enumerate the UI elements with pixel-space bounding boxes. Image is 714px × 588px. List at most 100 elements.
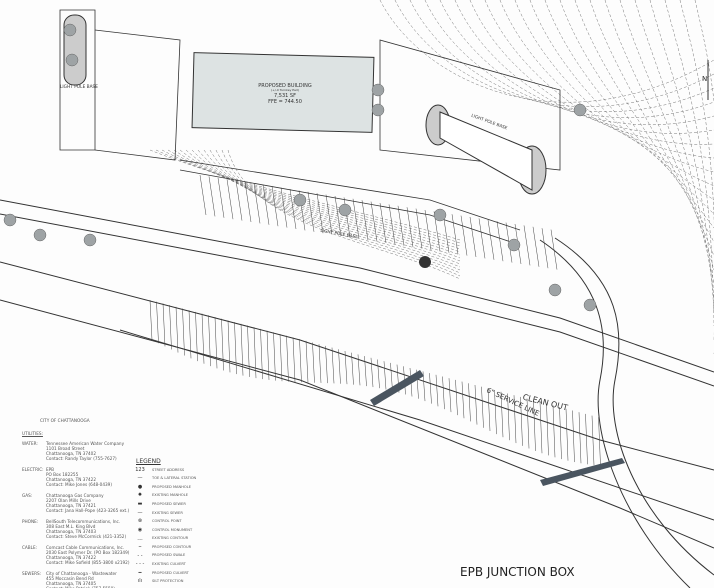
utility-line: Chattanooga, TN 37405 (46, 581, 97, 586)
contour-line (197, 149, 461, 265)
contour-line (379, 0, 714, 103)
manhole-icon (419, 256, 431, 268)
hatch-line (500, 391, 504, 438)
utility-line: Tennessee American Water Company (46, 440, 125, 446)
slope-hatching (149, 174, 601, 466)
hatch-line (325, 194, 333, 235)
utility-line: PO Box 182255 (46, 471, 79, 477)
legend-item: 123 STREET ADDRESS (128, 466, 196, 475)
hatch-line (266, 330, 270, 380)
contour-line (619, 0, 714, 285)
hatch-line (469, 216, 477, 258)
hatch-line (318, 344, 322, 383)
legend-item: ●PROPOSED MANHOLE (128, 483, 196, 492)
hatch-line (591, 415, 595, 466)
hatch-line (234, 322, 237, 375)
hatch-line (240, 323, 244, 376)
hatch-line (312, 342, 315, 383)
building-area: 7,531 SF (274, 93, 296, 99)
tree-icon (3, 213, 17, 227)
legend-symbol: — (137, 509, 143, 516)
hatch-line (526, 398, 530, 449)
hatch-line (175, 306, 179, 353)
contour-line (227, 149, 461, 280)
hatch-line (379, 202, 387, 244)
hatch-line (585, 413, 588, 465)
hatch-line (478, 218, 486, 259)
hatch-line (546, 403, 549, 456)
hatch-line (188, 310, 192, 359)
legend-symbol: 123 (135, 466, 145, 473)
hatch-line (280, 187, 288, 228)
hatch-line (460, 215, 468, 256)
utility-line: Contact: Jana Hall-Pope (423-3265 ext.) (46, 508, 130, 514)
hatch-line (552, 405, 556, 458)
legend-label: PROPOSED MANHOLE (152, 484, 192, 489)
contour-line (664, 0, 714, 327)
hatch-line (286, 335, 289, 382)
hatch-line (344, 350, 348, 385)
hatch-line (199, 174, 207, 216)
hatch-line (169, 305, 172, 350)
hatch-line (235, 180, 243, 221)
road-edges (0, 199, 714, 588)
contour-line (149, 149, 461, 241)
hatch-line (541, 228, 549, 269)
tree-icon (548, 283, 562, 297)
building-ffe: FFE = 744.50 (268, 99, 302, 106)
hatch-line (149, 299, 153, 341)
hatch-line (208, 315, 211, 367)
hatch-line (424, 209, 432, 251)
contour-line (604, 0, 714, 271)
hatch-line (507, 393, 510, 441)
utility-type: GAS: (22, 492, 33, 498)
contour-line (634, 0, 714, 299)
utility-type: SEWERS: (22, 570, 42, 576)
legend-label: EXISTING CONTOUR (152, 536, 189, 541)
hatch-line (214, 316, 218, 369)
hatch-line (289, 188, 297, 230)
contour-line (499, 0, 714, 173)
hatch-line (451, 214, 459, 255)
utility-line: Chattanooga Gas Company (46, 492, 104, 498)
building-subtitle: (+/-0 Turnkey Pad) (271, 88, 299, 93)
tree-icon (293, 193, 307, 207)
utility-line: Chattanooga, TN 37422 (46, 477, 97, 482)
hatch-line (487, 219, 495, 260)
legend-item: - - -EXISTING CULVERT (128, 560, 196, 569)
contour-line (469, 0, 714, 145)
hatch-line (550, 229, 558, 270)
legend-label: TOE & LATERAL STATION (152, 476, 197, 481)
legend-label: PROPOSED CULVERT (152, 570, 189, 575)
utilities-block: CITY OF CHATTANOOGA UTILITIES: WATER:Ten… (22, 418, 129, 588)
utility-line: Contact: Steve McCormick (421-3352) (46, 534, 127, 540)
building-label: PROPOSED BUILDING (+/-0 Turnkey Pad) 7,5… (240, 83, 330, 106)
epb-junction-box-label: EPB JUNCTION BOX (460, 565, 575, 579)
hatch-line (244, 181, 252, 223)
tree-icon (433, 208, 447, 222)
utilities-heading: UTILITIES: (22, 431, 43, 437)
utility-line: 1101 Broad Street (46, 445, 85, 451)
utility-line: Contact: Mike Patrick (757-5550) (46, 586, 117, 588)
legend-label: STREET ADDRESS (152, 467, 185, 472)
legend-label: CONTROL POINT (152, 519, 182, 524)
tree-icon (507, 238, 521, 252)
building-title: PROPOSED BUILDING (258, 83, 312, 89)
legend-item: ▬PROPOSED SEWER (128, 500, 196, 509)
utility-line: Contact: Mike Jones (648-0439) (46, 482, 112, 488)
contour-line (694, 0, 714, 354)
hatch-line (334, 195, 342, 237)
parking-island-east (425, 104, 547, 195)
utility-entry: PHONE:BellSouth Telecommunications, Inc.… (22, 519, 129, 540)
contour-line (589, 0, 714, 257)
contour-line (454, 0, 714, 134)
hatch-line (559, 407, 562, 460)
utility-type: PHONE: (22, 518, 39, 524)
legend-label: EXISTING MANHOLE (152, 493, 188, 498)
utility-line: 2207 Olan Mills Drive (46, 497, 91, 503)
utility-type: CABLE: (22, 544, 38, 550)
utility-line: Chattanooga, TN 37402 (46, 451, 97, 456)
